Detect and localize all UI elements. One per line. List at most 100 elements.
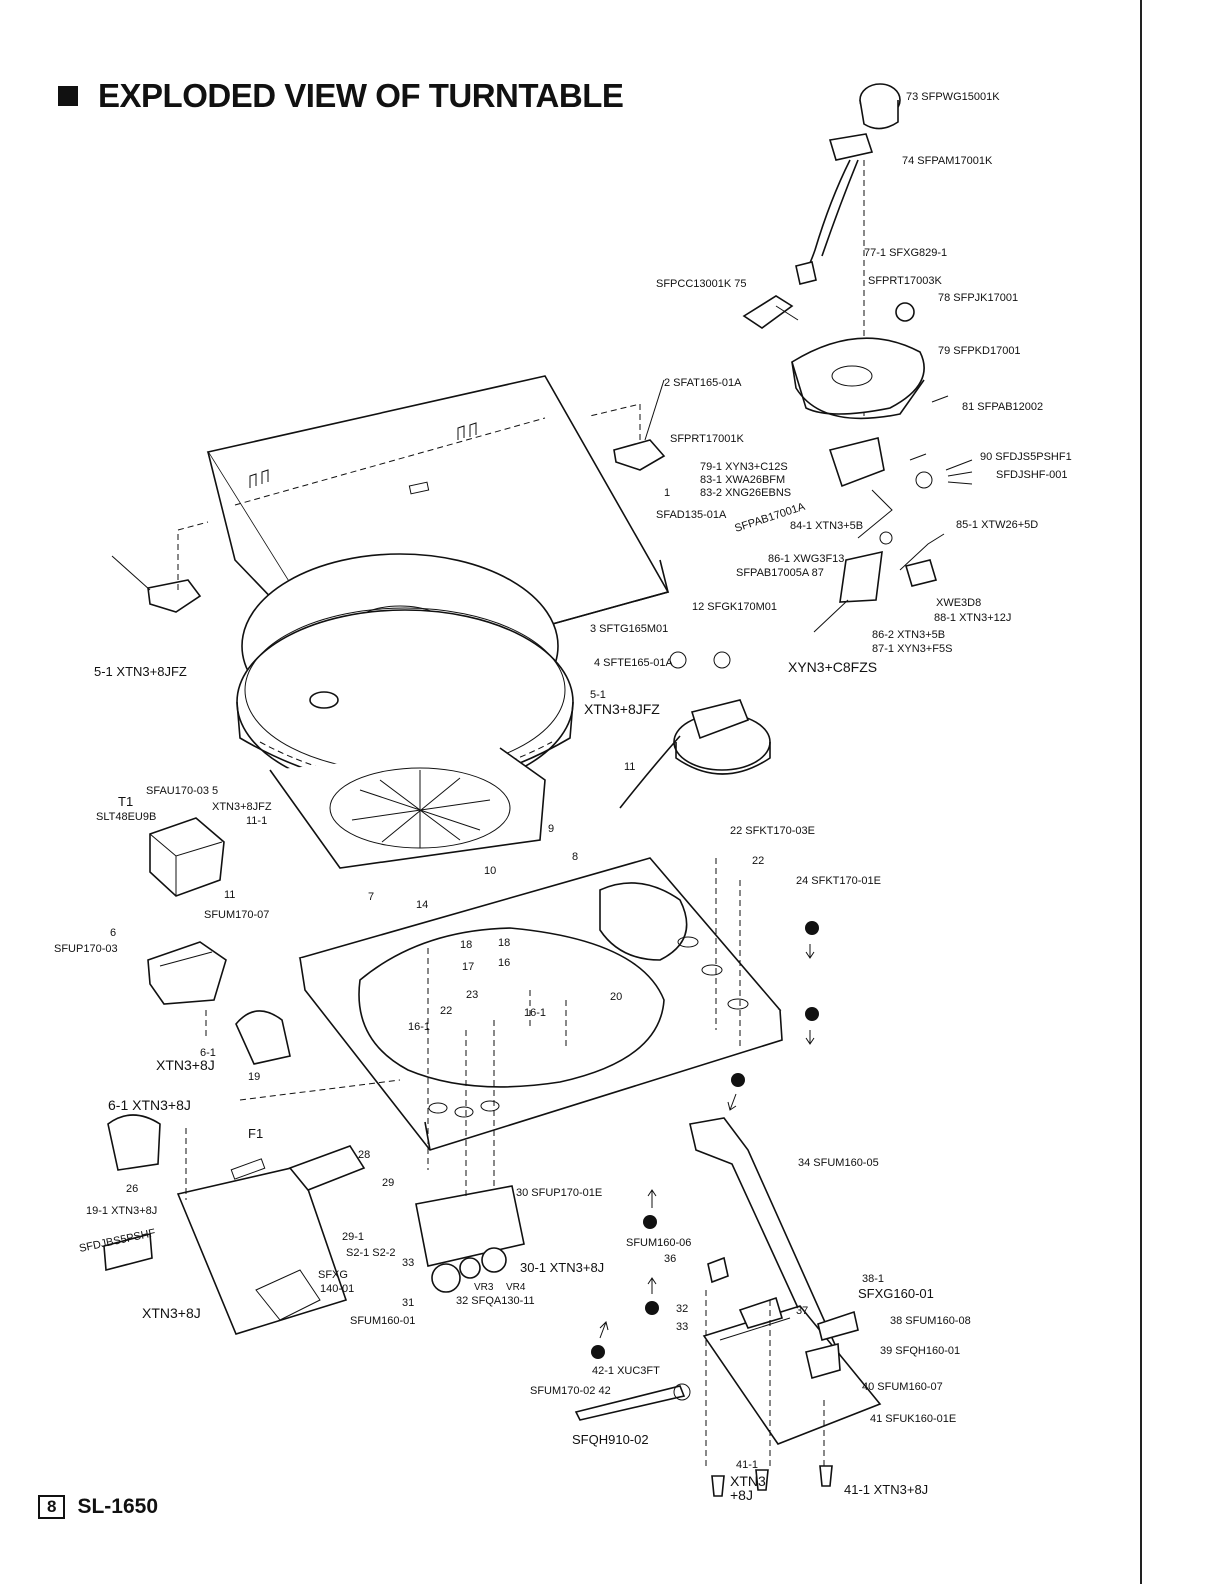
part-label: 83-2 XNG26EBNS: [700, 487, 791, 499]
part-label: XTN3+8JFZ: [584, 701, 660, 717]
part-label: 86-2 XTN3+5B: [872, 629, 945, 641]
part-label: 2 SFAT165-01A: [664, 377, 742, 389]
part-label: T1: [118, 794, 133, 809]
part-label: 11: [624, 761, 635, 773]
part-label: XTN3: [730, 1473, 766, 1489]
part-label: 7: [368, 891, 374, 903]
part-label: 29-1: [342, 1231, 364, 1243]
hinge-right: [589, 379, 666, 471]
exploded-diagram: A B C A B C: [54, 83, 1072, 1503]
part-label: SFXG160-01: [858, 1286, 934, 1301]
part-label: 11: [224, 889, 235, 901]
part-label: XYN3+C8FZS: [788, 659, 877, 675]
part-label: 37: [796, 1305, 808, 1317]
part-label: 81 SFPAB12002: [962, 401, 1043, 413]
model-number: SL-1650: [77, 1495, 159, 1518]
tonearm: [795, 83, 901, 420]
part-label: 24 SFKT170-01E: [796, 875, 881, 887]
marker-b: B: [809, 1010, 815, 1020]
part-label: 41-1: [736, 1459, 758, 1471]
cam-parts: [707, 1256, 859, 1380]
connector-bracket: [103, 1232, 153, 1272]
part-label: 31: [402, 1297, 414, 1309]
part-label: 39 SFQH160-01: [880, 1345, 960, 1357]
part-label: 4 SFTE165-01A: [594, 657, 674, 669]
part-label: 3 SFTG165M01: [590, 623, 668, 635]
drive-lever: [574, 1383, 691, 1421]
part-label: SFQH910-02: [572, 1432, 649, 1447]
power-transformer: [149, 817, 225, 897]
transformer-bracket: [147, 941, 227, 1005]
part-label: SFAD135-01A: [656, 509, 727, 521]
part-label: XTN3+8J: [156, 1057, 215, 1073]
part-label: 87-1 XYN3+F5S: [872, 643, 952, 655]
bottom-screws: [711, 1465, 833, 1497]
part-label: 36: [664, 1253, 676, 1265]
part-label: 34 SFUM160-05: [798, 1157, 879, 1169]
part-label: 42-1 XUC3FT: [592, 1365, 660, 1377]
part-label: 16-1: [524, 1007, 546, 1019]
part-label: VR3: [474, 1282, 494, 1293]
part-label: 17: [462, 961, 474, 973]
part-label: 11-1: [246, 815, 267, 827]
part-label: 86-1 XWG3F13: [768, 553, 844, 565]
part-label: 22 SFKT170-03E: [730, 825, 815, 837]
part-label: SFDJSHF-001: [996, 469, 1068, 481]
part-label: 83-1 XWA26BFM: [700, 474, 785, 486]
part-label: SFPRT17003K: [868, 275, 942, 287]
cabinet: [298, 857, 783, 1151]
part-label: SFUP170-03: [54, 943, 118, 955]
part-label: 23: [466, 989, 478, 1001]
part-label: 18: [460, 939, 472, 951]
part-label: +8J: [730, 1487, 753, 1503]
part-label: S2-1 S2-2: [346, 1247, 396, 1259]
part-label: 33: [402, 1257, 414, 1269]
title-bullet: [58, 86, 78, 106]
part-label: 16-1: [408, 1021, 430, 1033]
part-label: 73 SFPWG15001K: [906, 91, 1000, 103]
title-text: EXPLODED VIEW OF TURNTABLE: [98, 77, 624, 114]
part-label: 84-1 XTN3+5B: [790, 520, 863, 532]
part-label: 10: [484, 865, 496, 877]
part-label: 33: [676, 1321, 688, 1333]
part-label: 32: [676, 1303, 688, 1315]
switch-cover: [107, 1114, 161, 1171]
part-label: 77-1 SFXG829-1: [864, 247, 947, 259]
part-label: XTN3+8JFZ: [212, 801, 272, 813]
part-label: SFUM170-07: [204, 909, 269, 921]
part-label: 140-01: [320, 1283, 354, 1295]
part-label: 38-1: [862, 1273, 884, 1285]
part-label: 79 SFPKD17001: [938, 345, 1021, 357]
part-label: 38 SFUM160-08: [890, 1315, 971, 1327]
part-label: 8: [572, 851, 578, 863]
part-label: SFAU170-03 5: [146, 785, 218, 797]
part-label: 30-1 XTN3+8J: [520, 1260, 604, 1275]
part-label: 30 SFUP170-01E: [516, 1187, 602, 1199]
part-label: 29: [382, 1177, 394, 1189]
part-label: 18: [498, 937, 510, 949]
part-label: 6: [110, 927, 116, 939]
part-label: SFPRT17001K: [670, 433, 744, 445]
part-label: 79-1 XYN3+C12S: [700, 461, 788, 473]
part-label: 6-1: [200, 1047, 216, 1059]
part-label: 28: [358, 1149, 370, 1161]
part-label: 14: [416, 899, 428, 911]
part-label: 78 SFPJK17001: [938, 292, 1018, 304]
part-label: 90 SFDJS5PSHF1: [980, 451, 1072, 463]
part-label: 20: [610, 991, 622, 1003]
marker-b-lower: B: [649, 1304, 655, 1314]
part-label: VR4: [506, 1282, 526, 1293]
part-label: XTN3+8J: [142, 1305, 201, 1321]
marker-a-lower: A: [647, 1218, 653, 1228]
part-label: SFUM160-01: [350, 1315, 415, 1327]
speed-pcb: [415, 1185, 525, 1293]
cord-clamp: [235, 1010, 291, 1065]
switch-bracket: [288, 1145, 366, 1191]
part-label: SFPAB17005A 87: [736, 567, 824, 579]
part-label: 5-1 XTN3+8JFZ: [94, 664, 187, 679]
part-label: 12 SFGK170M01: [692, 601, 777, 613]
marker-c: C: [735, 1076, 742, 1086]
assembly-lines: [185, 858, 825, 1470]
part-label: 5-1: [590, 689, 606, 701]
